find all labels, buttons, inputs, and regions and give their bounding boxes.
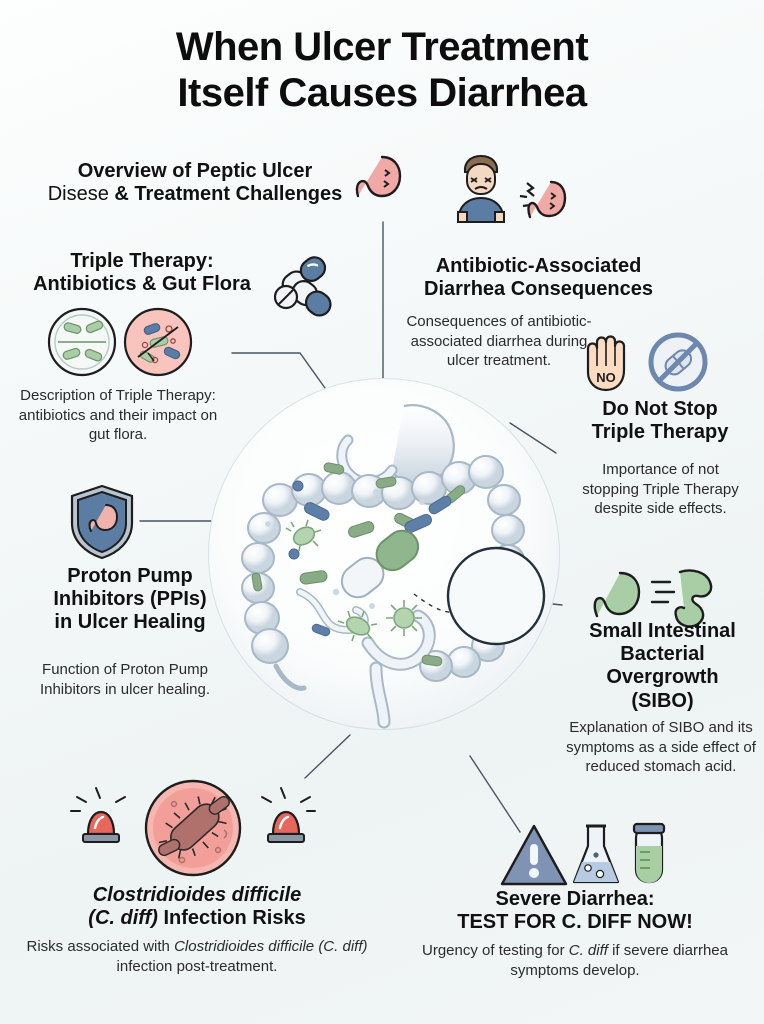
- section-aad: Antibiotic-Associated Diarrhea Consequen…: [396, 255, 681, 301]
- cdiff-body-part-2: infection post-treatment.: [116, 957, 278, 975]
- no-pill-prohibited-icon: [648, 332, 708, 392]
- alarm-light-right-icon: [261, 787, 316, 843]
- colon-gut-microbiome-illustration: [208, 378, 560, 730]
- stop-hand-no-icon: NO: [586, 335, 626, 392]
- triple-therapy-heading-line-1: Triple Therapy:: [70, 250, 214, 272]
- test-now-body-italic: C. diff: [568, 942, 608, 960]
- pills-capsules-icon: [273, 256, 332, 317]
- cdiff-heading-italic: Clostridioides difficile: [92, 884, 302, 906]
- gut-flora-dishes-icon: [47, 307, 193, 377]
- healthy-gut-flora-dish-icon: [47, 307, 117, 377]
- sibo-bloating-intestine-icon: [650, 569, 713, 628]
- aad-heading-line-2: Diarrhea Consequences: [424, 278, 653, 301]
- aad-body: Consequences of antibiotic-associated di…: [406, 313, 592, 369]
- section-sibo: Small Intestinal Bacterial Overgrowth (S…: [560, 620, 764, 713]
- lab-flask-icon: [572, 824, 620, 884]
- section-ppi: Proton Pump Inhibitors (PPIs) in Ulcer H…: [14, 565, 246, 635]
- triple-therapy-body: Description of Triple Therapy: antibioti…: [18, 387, 218, 443]
- test-now-heading-line-1: Severe Diarrhea:: [495, 888, 655, 910]
- bacteria-magnified-inset: [446, 546, 546, 646]
- stomach-icon: [355, 155, 402, 198]
- triple-therapy-heading-line-2: Antibiotics & Gut Flora: [33, 273, 251, 296]
- colon-svg: [241, 404, 546, 729]
- cdiff-body-italic-1: Clostridioides difficile: [174, 938, 315, 956]
- disrupted-gut-flora-dish-icon: [123, 307, 193, 377]
- test-tube-icon: [632, 822, 666, 884]
- ppi-heading-line-3: in Ulcer Healing: [54, 611, 206, 634]
- section-do-not-stop: Do Not Stop Triple Therapy: [556, 398, 764, 444]
- cdiff-heading-line-2-italic: (C. diff): [88, 907, 158, 930]
- alarm-light-left-icon: [70, 787, 126, 843]
- aad-heading-line-1: Antibiotic-Associated: [435, 255, 642, 277]
- overview-heading-line-1: Overview of Peptic Ulcer: [77, 160, 313, 182]
- sibo-body: Explanation of SIBO and its symptoms as …: [566, 719, 756, 775]
- section-overview: Overview of Peptic Ulcer Disese & Treatm…: [30, 160, 360, 206]
- bacteria-field: [251, 462, 466, 667]
- title-line-1: When Ulcer Treatment: [175, 25, 589, 69]
- sibo-heading-line-2: Bacterial: [620, 643, 705, 666]
- shield-stomach-protection-icon: [70, 484, 134, 560]
- cdiff-icons-group: [70, 779, 316, 877]
- overview-heading-line-2-bold: & Treatment Challenges: [114, 183, 343, 206]
- do-not-stop-heading-line-2: Triple Therapy: [591, 421, 729, 444]
- sibo-heading-line-1: Small Intestinal: [589, 620, 736, 642]
- test-now-body: Urgency of testing for C. diff if severe…: [400, 941, 750, 980]
- connector-cdiff: [304, 734, 351, 779]
- sibo-stomach-icon: [593, 571, 641, 618]
- central-capsule: [340, 529, 420, 599]
- do-not-stop-body: Importance of not stopping Triple Therap…: [582, 461, 739, 517]
- ppi-heading-line-1: Proton Pump: [67, 565, 193, 587]
- distressed-patient-icon: [456, 154, 506, 223]
- ppi-heading-line-2: Inhibitors (PPIs): [53, 588, 207, 611]
- no-label: NO: [596, 370, 616, 385]
- do-not-stop-heading-line-1: Do Not Stop: [602, 398, 718, 420]
- c-diff-bacteria-icon: [144, 779, 242, 877]
- test-now-body-part-1: Urgency of testing for: [422, 942, 569, 960]
- warning-triangle-icon: [500, 824, 568, 886]
- section-cdiff: Clostridioides difficile (C. diff) Infec…: [22, 884, 372, 976]
- cdiff-body-part-1: Risks associated with: [26, 938, 175, 956]
- cdiff-body: Risks associated with Clostridioides dif…: [22, 937, 372, 976]
- sibo-heading-line-3: Overgrowth: [606, 666, 719, 689]
- test-now-heading-line-2: TEST FOR C. DIFF NOW!: [457, 911, 693, 934]
- connector-test-now: [469, 755, 521, 833]
- page-title: When Ulcer Treatment Itself Causes Diarr…: [0, 24, 764, 116]
- title-line-2: Itself Causes Diarrhea: [177, 71, 587, 115]
- overview-heading-line-2-light: Disese: [47, 183, 109, 206]
- sibo-heading-line-4: (SIBO): [631, 689, 694, 712]
- section-test-now: Severe Diarrhea: TEST FOR C. DIFF NOW! U…: [400, 888, 750, 980]
- section-triple-therapy: Triple Therapy: Antibiotics & Gut Flora: [14, 250, 270, 296]
- test-now-icons-group: [500, 822, 666, 886]
- cdiff-heading-line-2-rest: Infection Risks: [157, 907, 306, 930]
- test-now-body-part-2: if severe diarrhea symptoms develop.: [510, 942, 728, 979]
- ppi-body: Function of Proton Pump Inhibitors in ul…: [39, 661, 211, 698]
- stomach-pain-icon: [519, 180, 567, 219]
- cdiff-body-italic-2: (C. diff): [318, 938, 368, 956]
